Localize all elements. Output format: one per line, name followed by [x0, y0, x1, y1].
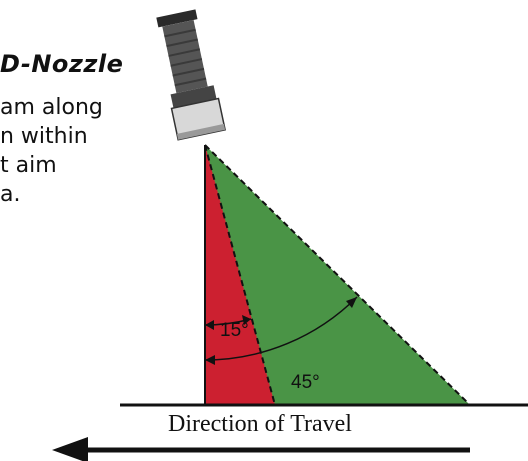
- angle-arc-45-arrow-right: [346, 297, 357, 308]
- angle-label-45: 45°: [291, 372, 320, 393]
- description-line-4: a.: [0, 182, 21, 207]
- description-line-3: t aim: [0, 153, 57, 178]
- direction-caption: Direction of Travel: [168, 411, 352, 437]
- angle-arc-15-arrow-left: [205, 320, 214, 330]
- angle-arc-15-arrow-right: [242, 315, 251, 325]
- description-line-1: am along: [0, 95, 103, 120]
- description-text: am along n within t aim a.: [0, 93, 103, 209]
- arrow-left-icon: [52, 437, 88, 461]
- description-line-2: n within: [0, 124, 88, 149]
- angle-arc-45-arrow-left: [205, 355, 215, 365]
- angle-arc-45: [204, 296, 358, 361]
- angle-label-15: 15°: [220, 320, 249, 341]
- heading-text: D-Nozzle: [0, 50, 124, 78]
- dashed-line-45: [204, 144, 471, 406]
- dashed-line-15: [204, 144, 276, 406]
- spray-nozzle-icon: [156, 9, 227, 141]
